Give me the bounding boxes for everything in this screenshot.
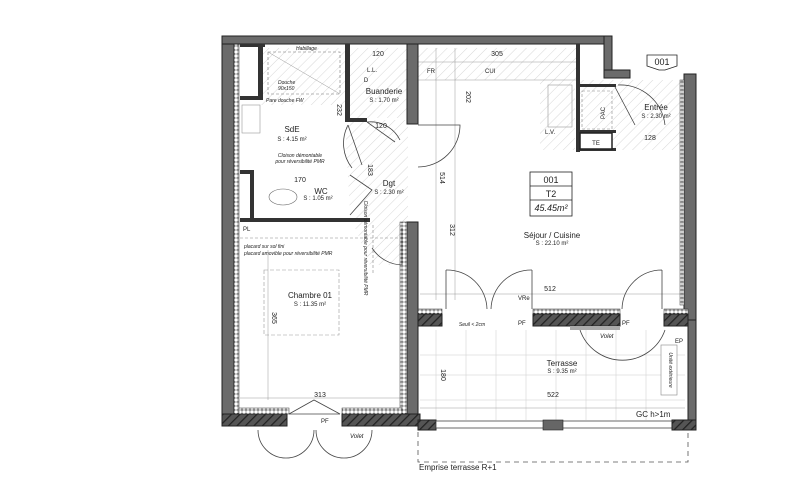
label-cui: CUI [485,69,496,75]
hatched-zones [260,48,680,265]
dim-365: 365 [270,312,277,324]
note-volet-2: Volet [350,434,364,440]
note-seuil: Seuil < 2cm [459,322,485,328]
room-buanderie-name: Buanderie [366,87,403,96]
room-sde-area: S : 4.15 m² [277,137,306,143]
note-placard-1: placard sur sol fini [243,244,285,250]
dim-120-mid: 120 [375,123,387,130]
note-cloison-1: Cloison démontable [278,153,322,159]
note-gc: GC h>1m [636,410,671,419]
buanderie-code2: D [364,78,369,84]
room-entree-area: S : 2.30 m² [641,114,670,120]
dim-183: 183 [366,164,373,176]
room-chambre-area: S : 11.35 m² [294,302,326,308]
note-pf-2: PF [622,321,630,327]
dim-313: 313 [314,392,326,399]
walls [221,35,697,431]
label-lv: L.V. [545,130,555,136]
dim-512: 512 [544,286,556,293]
room-dgt-name: Dgt [383,179,396,188]
fixtures [240,51,689,463]
summary-area: 45.45m² [534,203,568,213]
label-pl: PL [243,227,251,233]
note-cloison-2: pour réversibilité PMR [274,159,325,165]
room-wc-name: WC [314,187,328,196]
room-chambre-name: Chambre 01 [288,291,333,300]
label-pac: PAC [601,106,607,119]
room-terrasse-area: S : 9.35 m² [547,369,576,375]
label-unite-ext: Unité extérieure [667,352,673,388]
label-vr: VRe [518,296,530,302]
note-volet-1: Volet [600,334,614,340]
dim-312: 312 [448,224,455,236]
label-douche: Douche [278,80,295,86]
buanderie-code: L.L. [367,68,377,74]
label-te: TE [592,141,600,147]
room-buanderie-area: S : 1.70 m² [369,98,398,104]
note-pf-3: PF [321,419,329,425]
room-dgt-area: S : 2.30 m² [374,190,403,196]
room-entree-name: Entrée [644,103,668,112]
dim-170: 170 [294,177,306,184]
construction-lines [240,48,685,409]
room-sejour-area: S : 22.10 m² [536,241,569,247]
labels: 001 001 T2 45.45m² SdE S : 4.15 m² L.L. … [243,46,683,472]
room-terrasse-name: Terrasse [547,359,578,368]
summary-number: 001 [543,175,558,185]
note-emprise: Emprise terrasse R+1 [419,463,497,472]
label-fr: FR [427,69,436,75]
dim-522: 522 [547,392,559,399]
label-douche-size: 90x150 [278,86,295,92]
dim-128: 128 [644,135,656,142]
dim-305: 305 [491,51,503,58]
room-sde-name: SdE [284,125,299,134]
label-ep: EP [675,339,683,345]
room-wc-area: S : 1.05 m² [303,196,332,202]
dim-232: 232 [335,104,342,116]
note-cloison-vertical: Cloison démontable pour réversibilité PM… [362,201,368,296]
dim-514: 514 [438,172,445,184]
apartment-tag: 001 [654,57,669,67]
dim-180: 180 [439,369,446,381]
doors [257,84,666,459]
note-placard-2: placard amovible pour réversibilité PMR [243,251,333,257]
room-sejour-name: Séjour / Cuisine [524,231,581,240]
summary-type: T2 [546,189,557,199]
terrace-grid [420,330,685,420]
label-habillage: Habillage [296,46,317,52]
dim-120-top: 120 [372,51,384,58]
note-pf-1: PF [518,321,526,327]
label-pare-douche: Pare douche FW [266,98,305,104]
dim-202: 202 [464,91,471,103]
